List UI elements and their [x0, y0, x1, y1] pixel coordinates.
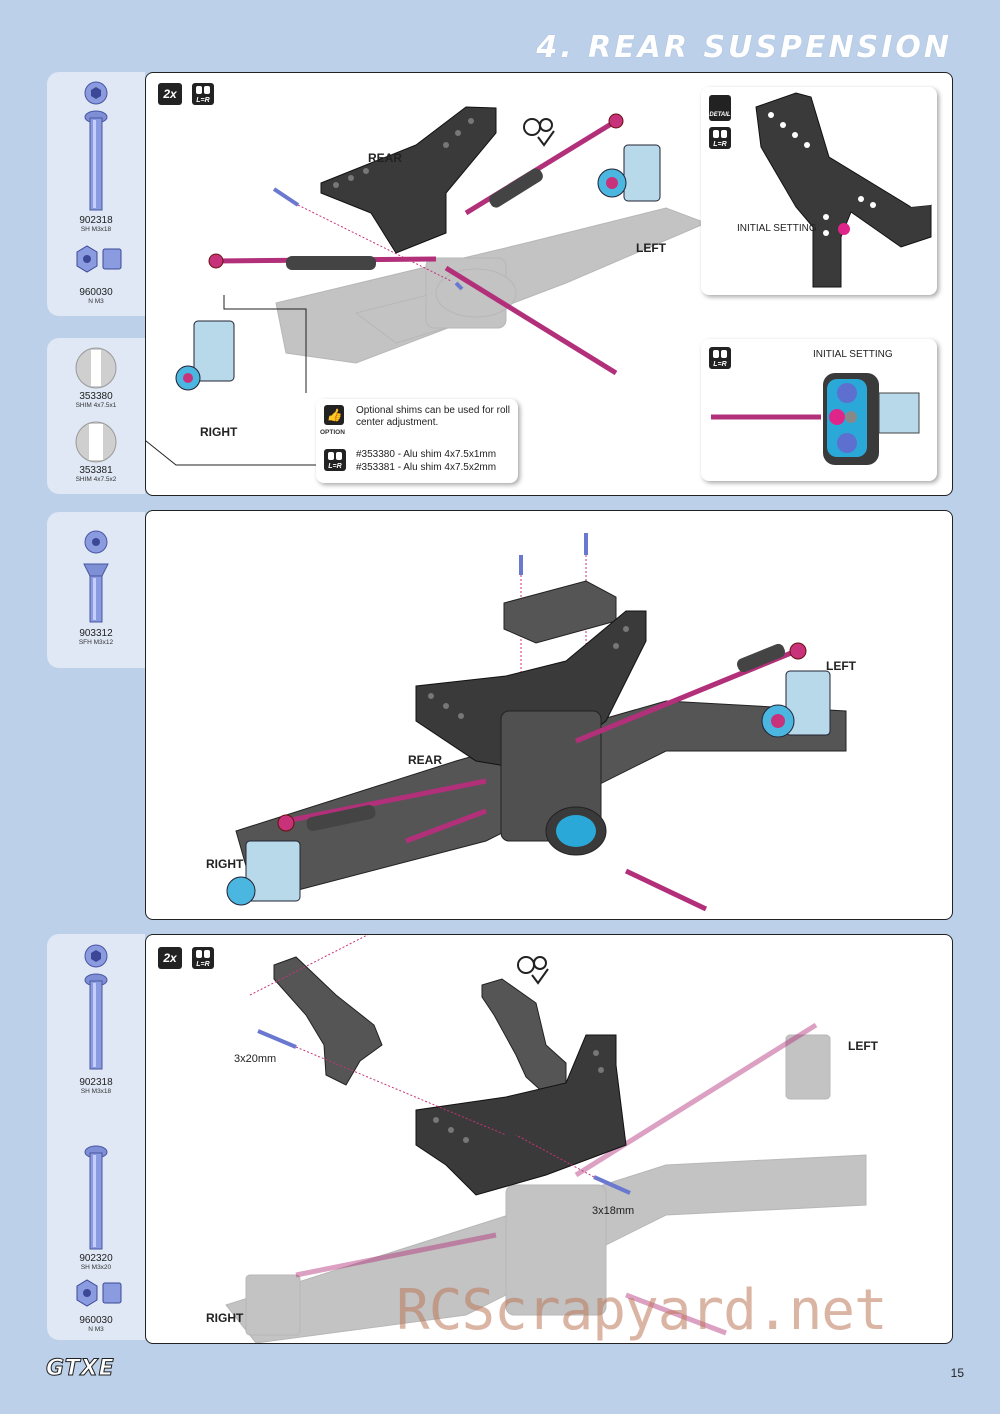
adjust-icon — [517, 956, 549, 985]
part-desc: SFH M3x12 — [78, 639, 114, 646]
adjust-icon — [523, 118, 555, 147]
screw-label-3x20: 3x20mm — [234, 1053, 277, 1065]
shim-icon — [75, 347, 117, 463]
screw-sh-m3x18-icon — [84, 944, 108, 1070]
lr-icon: L=R — [324, 449, 346, 471]
qty-badge: 2x — [158, 83, 182, 105]
label-rear: REAR — [368, 151, 403, 165]
page-number: 15 — [950, 1366, 964, 1380]
detail2-caption: INITIAL SETTING — [813, 349, 893, 360]
label-left: LEFT — [636, 241, 666, 255]
part-desc: N M3 — [88, 1326, 104, 1333]
screw-label-3x18: 3x18mm — [592, 1205, 635, 1217]
parts-panel-step1: 902318 SH M3x18 960030 N M3 — [47, 72, 145, 316]
part-desc: SH M3x20 — [80, 1264, 112, 1271]
part-desc: SH M3x18 — [80, 226, 112, 233]
thumbs-up-icon: 👍 — [324, 405, 344, 425]
label-left: LEFT — [848, 1039, 878, 1053]
part-code: 903312 — [79, 628, 113, 639]
screw-sh-m3x18-icon — [84, 81, 108, 211]
part-desc: SHIM 4x7.5x1 — [75, 402, 117, 409]
shock-tower-detail — [755, 92, 932, 288]
watermark: RCScrapyard.net — [396, 1278, 888, 1343]
part-code: 353380 — [79, 391, 113, 402]
option-text: Optional shims can be used for roll cent… — [356, 405, 510, 428]
lr-icon: L=R — [709, 347, 731, 369]
label-rear: REAR — [408, 753, 443, 767]
option-shim1: #353380 - Alu shim 4x7.5x1mm — [356, 449, 497, 460]
detail-box-initial: DETAIL L=R INITIAL SETTING — [701, 87, 937, 295]
screw-sh-m3x20-icon — [84, 1145, 108, 1250]
option-box: 👍 OPTION Optional shims can be used for … — [316, 399, 518, 483]
label-right: RIGHT — [200, 425, 238, 439]
part-code: 902318 — [79, 1077, 113, 1088]
label-right: RIGHT — [206, 857, 244, 871]
detail-icon: DETAIL — [709, 95, 731, 121]
page-title: 4. REAR SUSPENSION — [536, 30, 952, 65]
parts-panel-step3: 902318 SH M3x18 902320 SH M3x20 960030 N… — [47, 934, 145, 1340]
lr-icon: L=R — [709, 127, 731, 149]
detail-box-shims: L=R INITIAL SETTING — [701, 339, 937, 481]
part-code: 960030 — [79, 1315, 113, 1326]
part-code: 902320 — [79, 1253, 113, 1264]
step2-panel: LEFT REAR RIGHT — [145, 510, 953, 920]
step3-panel: 2x L=R — [145, 934, 953, 1344]
hub-detail — [711, 373, 920, 465]
nut-m3-icon — [76, 1279, 122, 1307]
shock-mount-diagram — [225, 935, 867, 1343]
nut-m3-icon — [76, 245, 122, 273]
screw-sfh-m3x12-icon — [83, 530, 109, 623]
rear-assembly-diagram — [226, 533, 847, 912]
part-desc: SH M3x18 — [80, 1088, 112, 1095]
label-left: LEFT — [826, 659, 856, 673]
lr-icon: L=R — [192, 947, 214, 969]
lr-icon: L=R — [192, 83, 214, 105]
rear-suspension-diagram — [146, 106, 708, 466]
part-code: 353381 — [79, 465, 113, 476]
option-badge: OPTION — [320, 429, 345, 436]
part-desc: SHIM 4x7.5x2 — [75, 476, 117, 483]
part-code: 902318 — [79, 215, 113, 226]
option-shim2: #353381 - Alu shim 4x7.5x2mm — [356, 462, 497, 473]
step1-panel: 2x L=R — [145, 72, 953, 496]
parts-panel-step1b: 353380 SHIM 4x7.5x1 353381 SHIM 4x7.5x2 — [47, 338, 145, 494]
parts-panel-step2: 903312 SFH M3x12 — [47, 512, 145, 668]
label-right: RIGHT — [206, 1311, 244, 1325]
part-desc: N M3 — [88, 298, 104, 305]
brand-logo: GTXE — [46, 1356, 115, 1382]
part-code: 960030 — [79, 287, 113, 298]
detail-caption: INITIAL SETTING — [737, 223, 817, 234]
qty-badge: 2x — [158, 947, 182, 969]
